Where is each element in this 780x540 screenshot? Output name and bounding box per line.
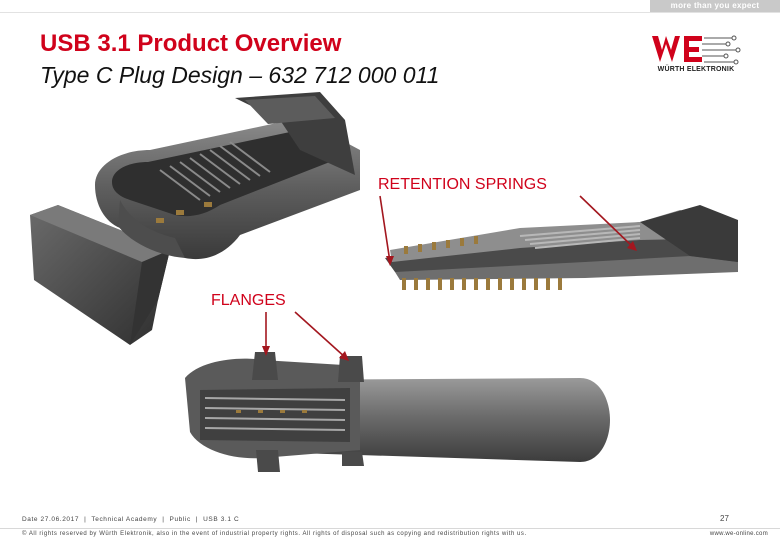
plug-connector-body (95, 92, 360, 260)
page-number: 27 (720, 514, 729, 523)
footer-date: Date 27.06.2017 (22, 516, 80, 523)
logo-company-name: WÜRTH ELEKTRONIK (657, 66, 735, 73)
footer-meta: Date 27.06.2017|Technical Academy|Public… (22, 516, 240, 523)
tagline-banner: more than you expect (650, 0, 780, 12)
wurth-logo (652, 35, 741, 65)
website-link[interactable]: www.we-online.com (709, 531, 768, 537)
copyright-notice: © All rights reserved by Würth Elektroni… (22, 531, 527, 537)
retention-springs-label: RETENTION SPRINGS (376, 176, 549, 194)
header-divider (0, 12, 780, 13)
footer-version: USB 3.1 C (203, 516, 240, 523)
flanges-label: FLANGES (209, 292, 288, 310)
footer-divider (0, 528, 780, 529)
slide-title: USB 3.1 Product Overview (40, 30, 342, 57)
footer-department: Technical Academy (91, 516, 158, 523)
annotation-arrows (262, 195, 637, 361)
footer-classification: Public (169, 516, 191, 523)
logo-circuit-lines (702, 35, 741, 65)
retention-spring-assembly (385, 205, 738, 290)
slide-subtitle: Type C Plug Design – 632 712 000 011 (40, 62, 440, 88)
cable-with-flanges (185, 352, 610, 472)
logo-we-mark (652, 36, 702, 62)
